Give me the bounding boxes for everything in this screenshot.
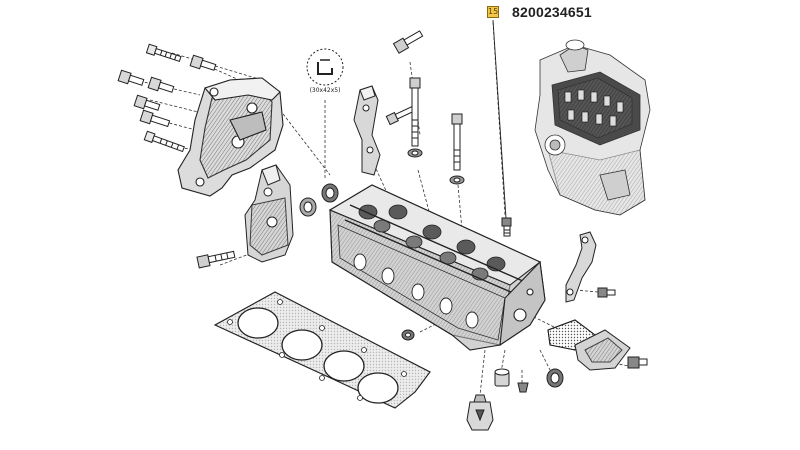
- gasket-bores: [237, 307, 399, 404]
- pipe-bracket-bolt: [597, 287, 616, 298]
- head-bolt-2: [449, 113, 465, 185]
- callout-target-bolt: [501, 217, 512, 237]
- callout-marker-icon[interactable]: 15: [487, 6, 499, 18]
- bracket-bolts: [117, 43, 217, 153]
- part-callout[interactable]: 15 8200234651: [487, 4, 592, 20]
- intake-ports: [353, 253, 479, 329]
- bolt-upper-left: [145, 43, 182, 62]
- bolt-left-2: [147, 76, 175, 93]
- cylinder-head: [328, 184, 546, 351]
- small-bracket: [244, 164, 294, 263]
- plugs: [401, 329, 564, 393]
- camshaft-seals: [299, 183, 339, 217]
- oil-seal-detail: (30x42x5): [306, 48, 344, 94]
- callout-leader-line: [492, 19, 507, 219]
- bolt-left-1: [117, 69, 145, 86]
- sealant-pouch: [466, 394, 494, 431]
- bracket-lower-bolt: [196, 250, 236, 269]
- engine-location-thumbnail: [534, 39, 651, 216]
- seal-size-label: (30x42x5): [310, 87, 341, 94]
- cylinder-head-bolts: [407, 77, 465, 185]
- bolt-upper-mid: [189, 54, 217, 71]
- part-number-label: 8200234651: [512, 4, 592, 20]
- end-cover-plates: [547, 319, 631, 371]
- pipe-bracket: [565, 231, 597, 303]
- lifting-eye-bracket: [353, 85, 381, 176]
- cover-bolt: [627, 356, 648, 369]
- bolt-left-4: [139, 109, 171, 128]
- head-gasket: [213, 291, 431, 409]
- camshaft-lobes: [358, 204, 506, 281]
- bolt-left-3: [133, 94, 161, 111]
- bolt-left-long: [143, 130, 185, 153]
- gasket-holes: [227, 299, 407, 401]
- engine-mount-bracket: [177, 77, 284, 197]
- head-bolt-1: [407, 77, 423, 158]
